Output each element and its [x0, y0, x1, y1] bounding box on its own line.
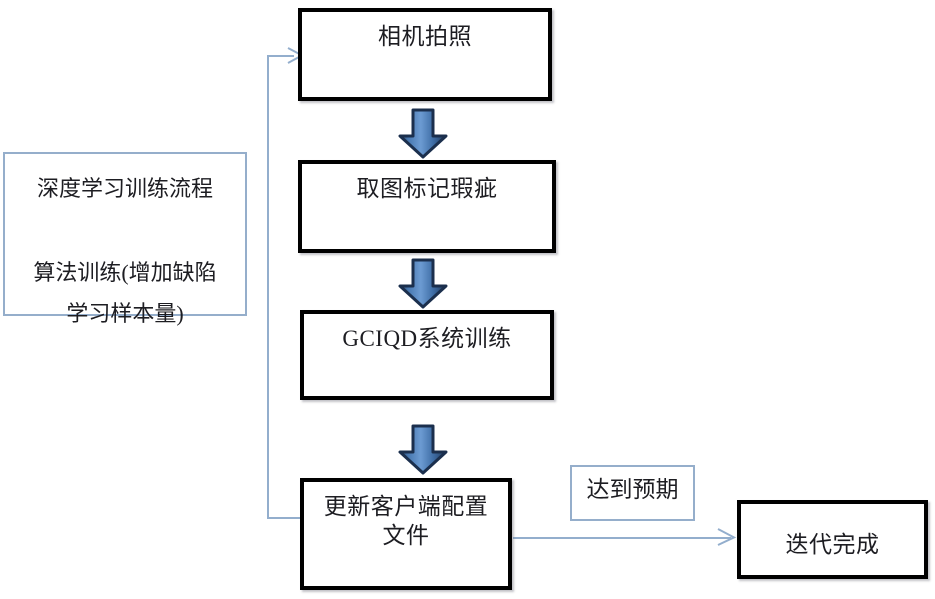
block-arrow-down-icon-3: [398, 424, 448, 475]
note-deep-learning-process-text: 深度学习训练流程 算法训练(增加缺陷 学习样本量): [33, 176, 217, 327]
feedback-line-bottom: [267, 517, 301, 519]
process-box-gciqd-system-training-text: GCIQD系统训练: [342, 326, 512, 351]
process-box-gciqd-system-training[interactable]: GCIQD系统训练: [300, 310, 554, 400]
edge-label-meets-expectation: 达到预期: [570, 465, 695, 521]
process-box-update-client-config-file-text: 更新客户端配置 文件: [323, 494, 489, 549]
edge-label-meets-expectation-text: 达到预期: [586, 477, 679, 502]
process-box-capture-and-mark-defects-text: 取图标记瑕疵: [356, 176, 498, 201]
result-arrowhead-icon: [717, 528, 737, 546]
process-box-iteration-complete[interactable]: 迭代完成: [737, 500, 928, 579]
feedback-line-top: [267, 55, 294, 57]
block-arrow-down-icon-2: [398, 258, 448, 309]
process-box-camera-capture-text: 相机拍照: [378, 24, 472, 49]
feedback-line-vertical: [267, 55, 269, 519]
note-deep-learning-process: 深度学习训练流程 算法训练(增加缺陷 学习样本量): [3, 152, 247, 327]
process-box-iteration-complete-text: 迭代完成: [785, 532, 880, 557]
process-box-update-client-config-file[interactable]: 更新客户端配置 文件: [300, 478, 512, 590]
block-arrow-down-icon-1: [398, 108, 448, 159]
process-box-camera-capture[interactable]: 相机拍照: [298, 8, 552, 101]
process-box-capture-and-mark-defects[interactable]: 取图标记瑕疵: [298, 160, 556, 253]
result-line: [513, 537, 731, 539]
